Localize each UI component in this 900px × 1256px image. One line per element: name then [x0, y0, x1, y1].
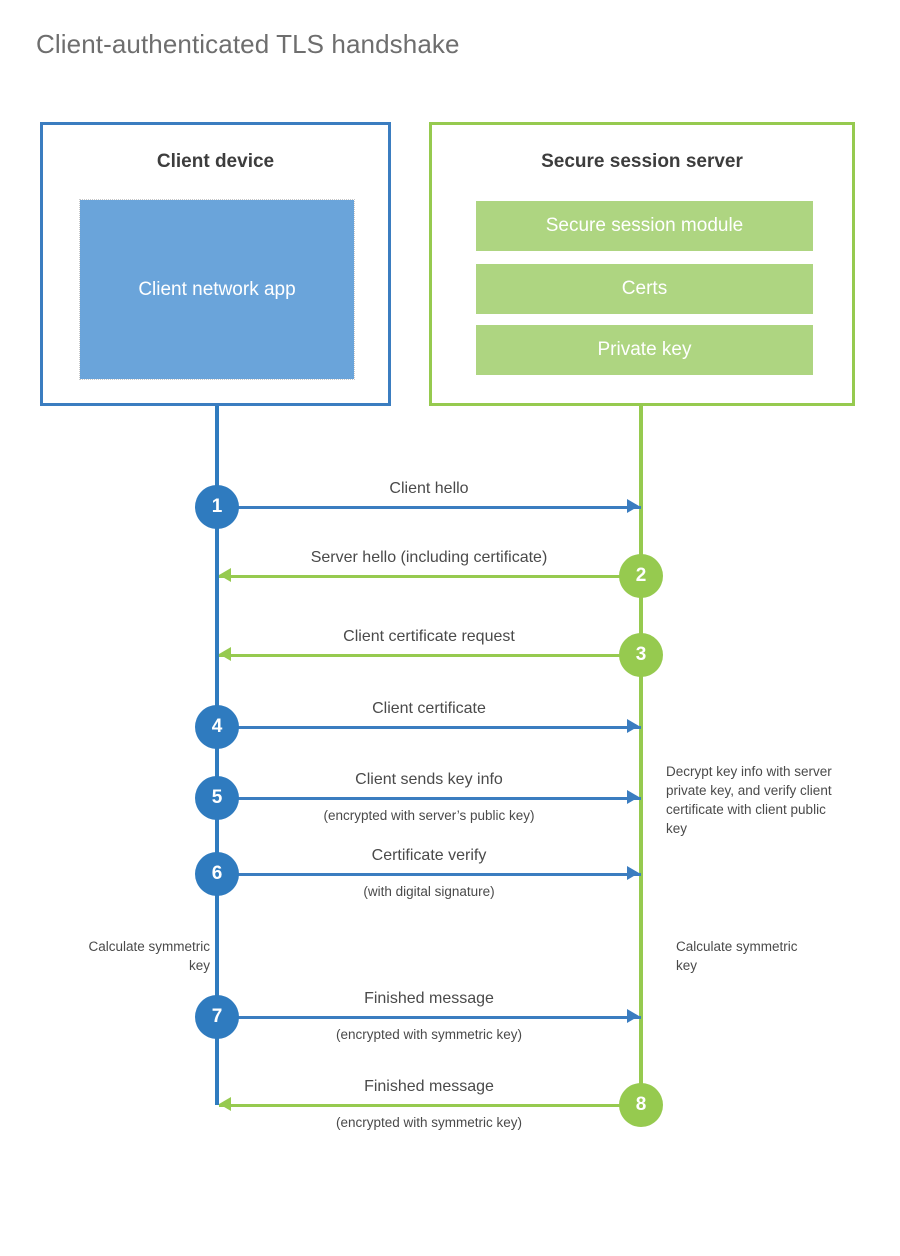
- annotation-server-calculate-symmetric-key: Calculate symmetric key: [676, 939, 798, 974]
- secure-session-server-title: Secure session server: [541, 151, 743, 172]
- step-circle-2[interactable]: 2: [619, 554, 663, 598]
- message-label-4: Client certificate: [372, 700, 486, 717]
- message-arrow-4: [219, 726, 641, 729]
- arrow-head-icon-5: [627, 790, 639, 804]
- step-circle-4[interactable]: 4: [195, 705, 239, 749]
- message-arrow-2: [219, 575, 641, 578]
- message-label-8: Finished message: [364, 1078, 494, 1095]
- step-circle-8[interactable]: 8: [619, 1083, 663, 1127]
- step-circle-3[interactable]: 3: [619, 633, 663, 677]
- message-label-5: Client sends key info: [355, 771, 503, 788]
- server-lifeline: [639, 406, 643, 1105]
- annotation-client-calculate-symmetric-key: Calculate symmetric key: [88, 939, 210, 974]
- server-module-certs: Certs: [476, 264, 813, 314]
- message-arrow-5: [219, 797, 641, 800]
- arrow-head-icon-1: [627, 499, 639, 513]
- message-arrow-8: [219, 1104, 641, 1107]
- message-label-2: Server hello (including certificate): [310, 549, 548, 566]
- arrow-head-icon-2: [219, 568, 231, 582]
- arrow-head-icon-6: [627, 866, 639, 880]
- message-label-1: Client hello: [389, 480, 469, 497]
- client-device-box: Client device Client network app: [40, 122, 391, 406]
- message-label-6: Certificate verify: [371, 847, 487, 864]
- message-sublabel-6: (with digital signature): [363, 884, 495, 899]
- message-label-7: Finished message: [364, 990, 494, 1007]
- page-title: Client-authenticated TLS handshake: [36, 29, 460, 59]
- step-circle-7[interactable]: 7: [195, 995, 239, 1039]
- arrow-head-icon-4: [627, 719, 639, 733]
- arrow-head-icon-8: [219, 1097, 231, 1111]
- message-arrow-7: [219, 1016, 641, 1019]
- arrow-head-icon-7: [627, 1009, 639, 1023]
- message-arrow-6: [219, 873, 641, 876]
- arrow-head-icon-3: [219, 647, 231, 661]
- message-arrow-1: [219, 506, 641, 509]
- secure-session-server-box: Secure session server Secure session mod…: [429, 122, 855, 406]
- message-label-3: Client certificate request: [343, 628, 515, 645]
- client-lifeline: [215, 406, 219, 1105]
- message-sublabel-5: (encrypted with server’s public key): [323, 808, 535, 823]
- client-device-title: Client device: [156, 151, 275, 172]
- annotation-server-decrypt: Decrypt key info with server private key…: [666, 764, 832, 837]
- message-sublabel-8: (encrypted with symmetric key): [335, 1115, 523, 1130]
- message-arrow-3: [219, 654, 641, 657]
- step-circle-6[interactable]: 6: [195, 852, 239, 896]
- server-module-secure-session-module: Secure session module: [476, 201, 813, 251]
- client-network-app-box: Client network app: [79, 199, 355, 380]
- server-module-private-key: Private key: [476, 325, 813, 375]
- step-circle-1[interactable]: 1: [195, 485, 239, 529]
- step-circle-5[interactable]: 5: [195, 776, 239, 820]
- message-sublabel-7: (encrypted with symmetric key): [335, 1027, 523, 1042]
